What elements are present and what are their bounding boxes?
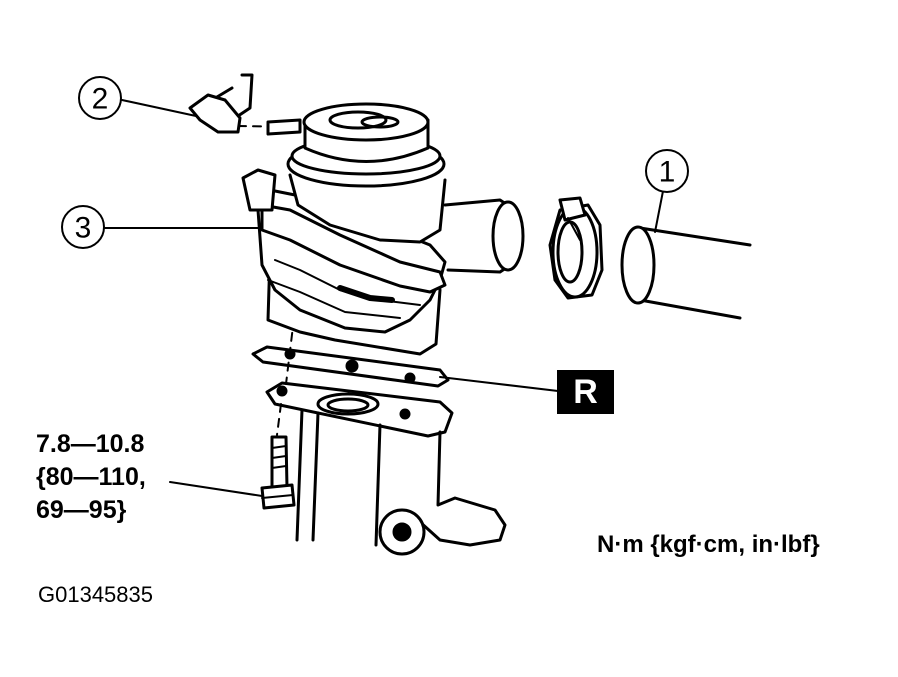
egr-valve [241,102,525,356]
replace-part-badge: R [557,370,614,414]
hose [620,225,752,320]
intake-pipe [265,381,507,556]
units-label: N·m {kgf·cm, in·lbf} [597,531,820,558]
bolt [260,435,296,510]
callout-3-label: 3 [75,212,92,245]
callout-2-label: 2 [92,83,109,116]
callout-3: 3 [61,205,105,249]
torque-spec-line-3: 69—95} [36,496,127,524]
figure-id: G01345835 [38,582,153,607]
torque-spec: 7.8—10.8 {80—110, 69—95} [36,428,146,527]
hose-clamp [548,196,604,300]
torque-spec-line-2: {80—110, [36,463,146,491]
vacuum-hose [188,73,302,136]
callout-1: 1 [645,149,689,193]
callout-1-label: 1 [659,156,676,189]
leader-lines [103,99,665,497]
gasket [251,345,450,388]
callout-2: 2 [78,76,122,120]
torque-spec-line-1: 7.8—10.8 [36,430,145,458]
